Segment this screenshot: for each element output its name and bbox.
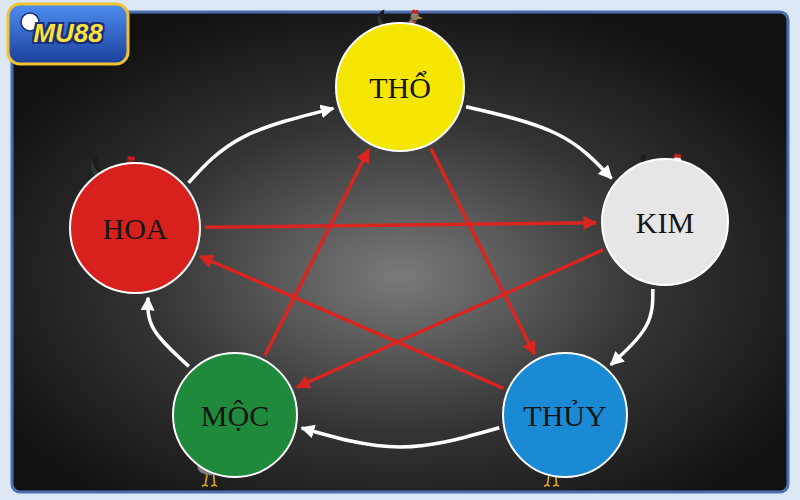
generating-arrow [611, 289, 653, 365]
circle-shape [70, 163, 200, 293]
logo-text: MU88 [14, 18, 122, 49]
circle-shape [173, 353, 297, 477]
circle-shape [602, 159, 728, 285]
element-circle: HOA [68, 161, 202, 295]
generating-arrow [148, 298, 189, 367]
element-label: THỦY [523, 399, 606, 432]
dark-panel [12, 12, 788, 492]
circle-shape [336, 23, 464, 151]
circle-shape [503, 353, 627, 477]
element-label: HOA [103, 212, 168, 245]
element-circle: KIM [600, 157, 730, 287]
generating-arrow [189, 108, 334, 183]
generating-arrow [466, 107, 611, 179]
controlling-arrow [205, 223, 596, 227]
controlling-arrow [265, 150, 368, 356]
controlling-arrow [431, 149, 534, 355]
element-circle: THỔ [334, 21, 466, 153]
element-label: MỘC [201, 399, 269, 432]
element-circle: THỦY [501, 351, 629, 479]
element-label: THỔ [369, 71, 431, 104]
element-label: KIM [636, 206, 694, 239]
logo-badge [8, 4, 128, 64]
generating-arrow [302, 428, 499, 447]
element-circle: MỘC [171, 351, 299, 479]
